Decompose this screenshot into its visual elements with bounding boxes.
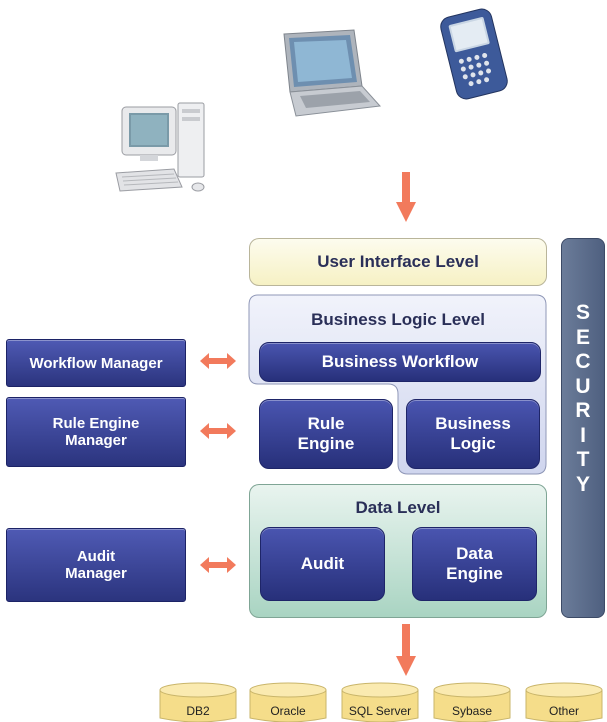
- database-cylinder: DB2: [158, 682, 238, 722]
- arrow-down-icon: [396, 624, 416, 676]
- security-letter: E: [575, 325, 590, 349]
- desktop-computer-icon: [115, 102, 205, 192]
- audit-label: Audit: [300, 554, 345, 573]
- security-letter: T: [576, 448, 590, 471]
- database-label: Sybase: [451, 704, 493, 718]
- double-arrow-icon: [200, 557, 236, 573]
- audit-manager-box: Audit Manager: [6, 528, 186, 602]
- arrow-down-icon: [396, 172, 416, 222]
- data-engine-label: Data Engine: [446, 544, 503, 583]
- laptop-icon: [283, 29, 382, 117]
- workflow-manager-label: Workflow Manager: [29, 354, 163, 372]
- double-arrow-icon: [200, 353, 236, 369]
- database-icon: [433, 682, 511, 722]
- business-logic-box: Business Logic: [406, 399, 540, 469]
- business-logic-label: Business Logic: [435, 414, 511, 453]
- user-interface-level-title: User Interface Level: [317, 252, 479, 271]
- business-workflow-label: Business Workflow: [321, 352, 479, 371]
- database-label: Oracle: [270, 704, 306, 718]
- database-label: SQL Server: [348, 704, 412, 718]
- security-letter: Y: [575, 472, 590, 496]
- database-label: Other: [548, 704, 579, 718]
- user-interface-level: User Interface Level: [249, 238, 547, 286]
- smartphone-icon: [440, 8, 508, 100]
- audit-manager-label: Audit Manager: [65, 548, 127, 582]
- security-letter: U: [575, 374, 591, 398]
- database-icon: [341, 682, 419, 722]
- database-icon: [249, 682, 327, 722]
- business-workflow-box: Business Workflow: [259, 342, 541, 382]
- security-letter: S: [575, 301, 590, 324]
- security-letter: I: [580, 423, 586, 447]
- security-letter: C: [575, 350, 591, 373]
- database-cylinder: Other: [524, 682, 604, 722]
- rule-engine-box: Rule Engine: [259, 399, 393, 469]
- data-level-title: Data Level: [355, 498, 441, 517]
- data-engine-box: Data Engine: [412, 527, 537, 601]
- rule-engine-manager-box: Rule Engine Manager: [6, 397, 186, 467]
- workflow-manager-box: Workflow Manager: [6, 339, 186, 387]
- database-row: DB2 Oracle SQL Server Sybase Other: [0, 682, 607, 722]
- database-cylinder: Oracle: [248, 682, 328, 722]
- double-arrow-icon: [200, 423, 236, 439]
- database-label: DB2: [186, 704, 210, 718]
- database-icon: [525, 682, 603, 722]
- security-letter: R: [575, 399, 591, 422]
- audit-box: Audit: [260, 527, 385, 601]
- database-cylinder: SQL Server: [340, 682, 420, 722]
- database-cylinder: Sybase: [432, 682, 512, 722]
- rule-engine-label: Rule Engine: [297, 414, 355, 453]
- business-logic-level-title: Business Logic Level: [311, 310, 485, 329]
- rule-engine-manager-label: Rule Engine Manager: [52, 415, 140, 449]
